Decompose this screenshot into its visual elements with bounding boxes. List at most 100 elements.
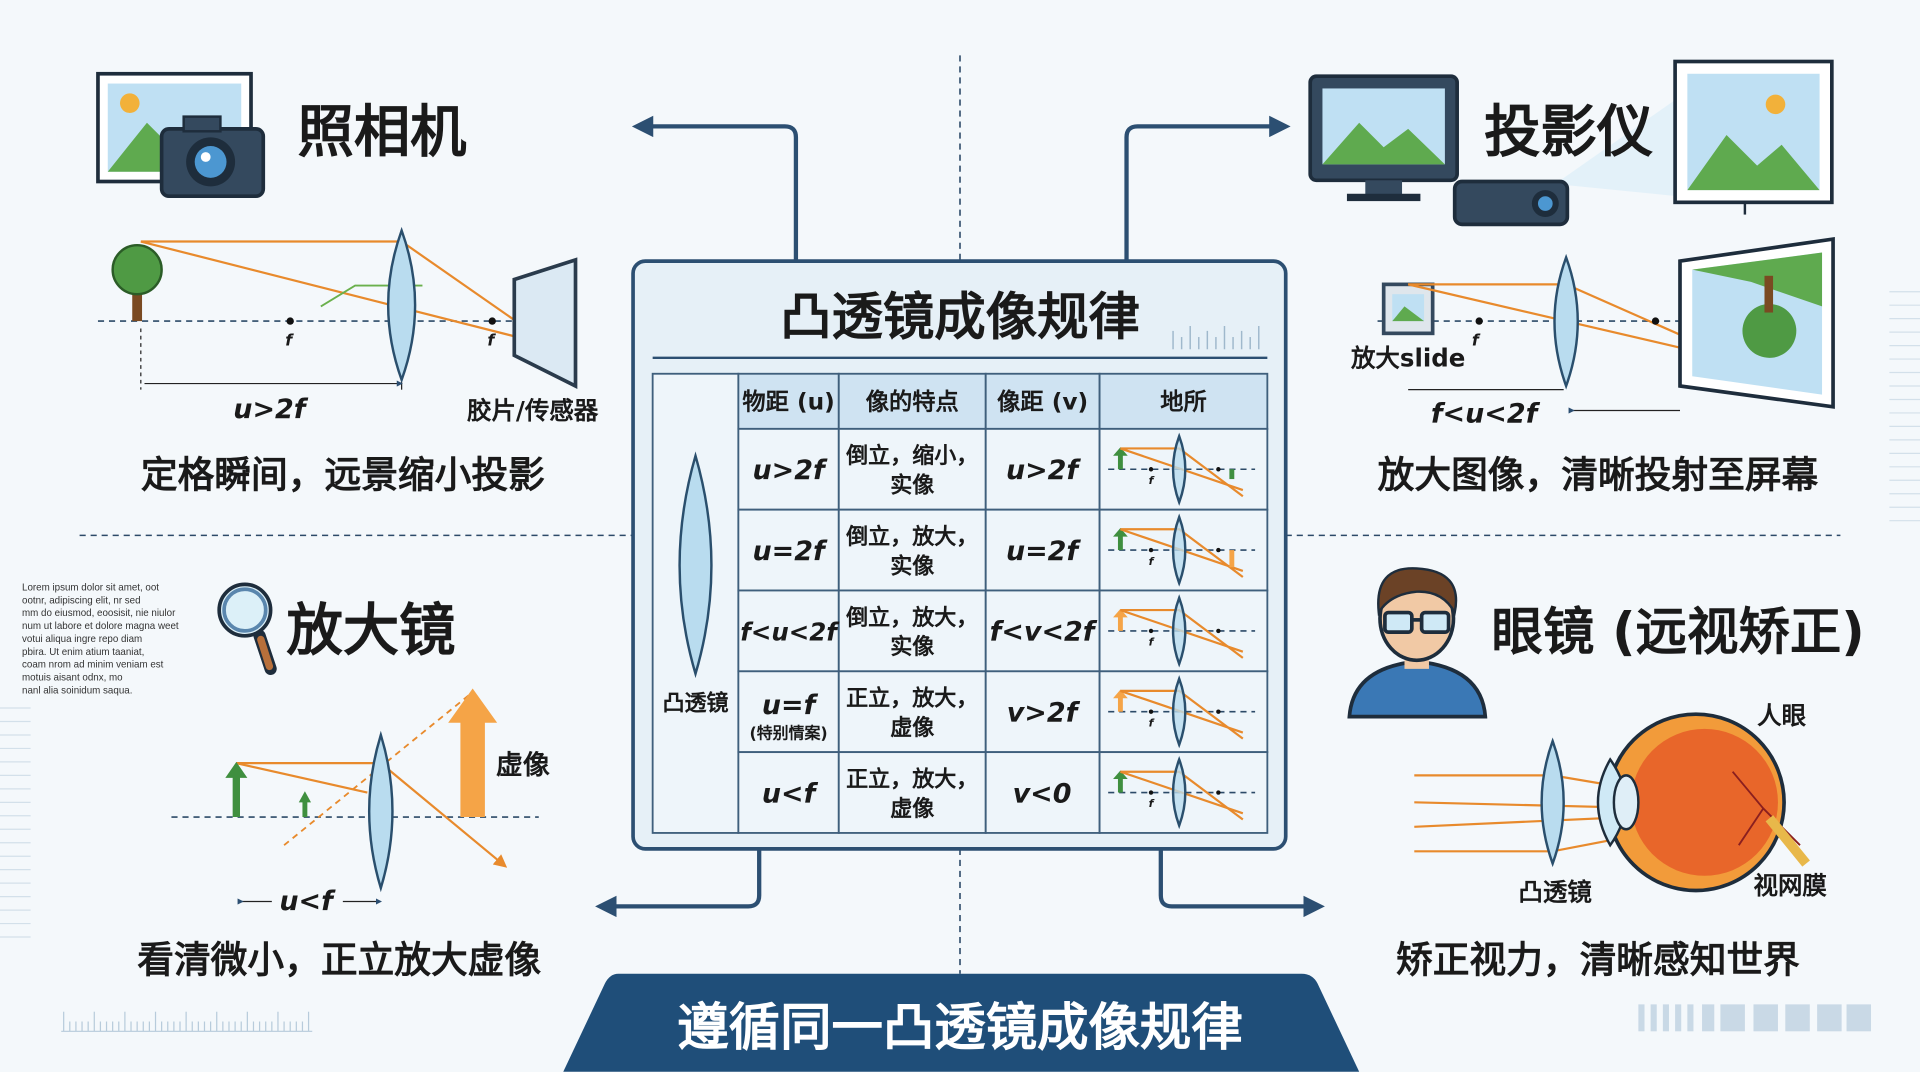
magnifier-title: 放大镜 (287, 598, 456, 663)
object-arrow (1117, 697, 1123, 712)
tree-icon (111, 243, 163, 322)
object-arrow (1117, 454, 1123, 470)
object-distance: u>2f (752, 455, 827, 486)
focal-label: f (285, 331, 294, 350)
projector-section: 投影仪 f 放大slide f<u<2f 放大图像，清晰投射至屏幕 (1308, 59, 1835, 497)
banner-text: 遵循同一凸透镜成像规律 (677, 998, 1242, 1058)
object-arrow (1117, 616, 1123, 631)
mini-focal-label: f (1149, 474, 1155, 487)
retina-label: 视网膜 (1754, 871, 1828, 900)
doc-line: ootnr, adipiscing elit, nr sed (22, 595, 141, 606)
table-lens-label: 凸透镜 (662, 690, 728, 716)
bars-decoration (1638, 1004, 1872, 1032)
mini-ray-diagram: f (1108, 755, 1256, 830)
doc-line: nanl alia soinidum saqua. (22, 685, 132, 696)
glasses-title: 眼镜 (远视矫正) (1491, 602, 1864, 662)
image-distance: v>2f (1007, 698, 1081, 729)
mini-ray-diagram: f (1108, 513, 1256, 587)
table-header-cell: 地所 (1160, 388, 1207, 415)
doc-line: mm do eiusmod, eoosisit, nie niulor (22, 608, 176, 619)
slide-label: 放大slide (1350, 343, 1465, 372)
image-feature-line1: 倒立，缩小， (845, 443, 978, 469)
slide-icon (1381, 282, 1435, 336)
mini-lens (1171, 594, 1187, 668)
camera-caption: 定格瞬间，远景缩小投影 (141, 454, 545, 497)
object-distance-note: (特别情案) (749, 724, 827, 743)
projector-distance: f<u<2f (1431, 399, 1541, 430)
bottom-banner: 遵循同一凸透镜成像规律 (563, 973, 1360, 1072)
magnifier-section: Lorem ipsum dolor sit amet, oot ootnr, ad… (22, 582, 550, 981)
table-row: u<f 正立，放大， 虚像 v<0 f (737, 751, 1269, 834)
eye-label: 人眼 (1757, 701, 1806, 730)
doc-line: pbira. Ut enim atium taaniat, (22, 647, 144, 658)
image-distance: u=2f (1006, 536, 1081, 567)
image-distance: f<v<2f (990, 617, 1098, 648)
doc-line: Lorem ipsum dolor sit amet, oot (22, 582, 159, 593)
object-distance: f<u<2f (740, 618, 840, 647)
mini-lens (1171, 755, 1187, 830)
object-distance: u=f (762, 690, 819, 721)
film-label: 胶片/传感器 (467, 396, 599, 425)
object-arrow (1117, 777, 1123, 793)
table-header-cell: 像距 (v) (997, 388, 1088, 415)
projector-title: 投影仪 (1484, 100, 1654, 165)
image-feature-line1: 正立，放大， (846, 766, 978, 792)
object-distance: u=2f (752, 536, 827, 567)
mini-ray-diagram: f (1108, 594, 1256, 668)
magnifier-icon (217, 582, 277, 675)
focal-label: f (1472, 331, 1481, 350)
camera-ray-diagram: f f u>2f 胶片/传感器 (97, 226, 599, 425)
magnifier-distance: u<f (279, 886, 336, 917)
dividers (79, 55, 1841, 974)
panel-title: 凸透镜成像规律 (780, 288, 1140, 348)
doc-line: motuis aisant odnx, mo (22, 672, 123, 683)
table-header-cell: 物距 (u) (742, 388, 834, 415)
image-feature-line2: 虚像 (890, 715, 935, 741)
monitor-icon (1308, 74, 1459, 202)
flow-arrows (595, 115, 1325, 918)
projector-ray-diagram: f 放大slide f<u<2f (1350, 236, 1835, 430)
mini-lens (1171, 432, 1187, 506)
image-feature-line2: 虚像 (890, 796, 935, 822)
projector-icon (1452, 98, 1678, 227)
center-panel: 凸透镜成像规律 凸透镜 物距 (u) 像的特点 像距 (v) 地所 u>2f 倒立，缩小… (631, 259, 1288, 851)
doc-line: votui aliqua ingre repo diam (22, 634, 142, 645)
table-row: u=2f 倒立，放大， 实像 u=2f f (737, 508, 1269, 592)
mini-ray-diagram: f (1108, 675, 1256, 749)
doc-line: coam nrom ad minim veniam est (22, 660, 164, 671)
glasses-caption: 矫正视力，清晰感知世界 (1396, 939, 1800, 982)
mini-ray-diagram: f (1108, 432, 1256, 506)
side-grid-decoration (0, 291, 1920, 938)
ruler-decoration (61, 1011, 313, 1032)
eye-diagram: 人眼 凸透镜 视网膜 (1414, 701, 1827, 906)
image-feature-line2: 实像 (890, 634, 935, 660)
table-header-cell: 像的特点 (866, 388, 959, 415)
object-distance: u<f (762, 778, 819, 809)
image-distance: v<0 (1013, 778, 1072, 809)
mini-focal-label: f (1149, 636, 1155, 649)
person-avatar (1347, 567, 1488, 719)
mini-focal-label: f (1149, 555, 1155, 568)
magnifier-caption: 看清微小，正立放大虚像 (137, 939, 541, 982)
table-header: 物距 (u) 像的特点 像距 (v) 地所 (737, 372, 1269, 430)
camera-distance: u>2f (233, 394, 308, 425)
image-feature-line1: 倒立，放大， (845, 524, 978, 550)
focal-label: f (487, 331, 496, 350)
image-feature-line2: 实像 (890, 553, 935, 579)
screen-icon (1673, 59, 1834, 215)
object-arrow (1117, 535, 1123, 551)
image-feature-line2: 实像 (890, 473, 935, 499)
image-feature-line1: 倒立，放大， (845, 605, 978, 631)
projector-caption: 放大图像，清晰投射至屏幕 (1378, 454, 1819, 497)
mini-focal-label: f (1149, 716, 1155, 729)
lens-label: 凸透镜 (1518, 877, 1592, 906)
camera-section: 照相机 f f u>2f 胶片/传感器 定格瞬间，远景缩小投影 (96, 71, 599, 497)
eye-icon (1596, 712, 1810, 893)
virtual-image-label: 虚像 (496, 750, 550, 781)
